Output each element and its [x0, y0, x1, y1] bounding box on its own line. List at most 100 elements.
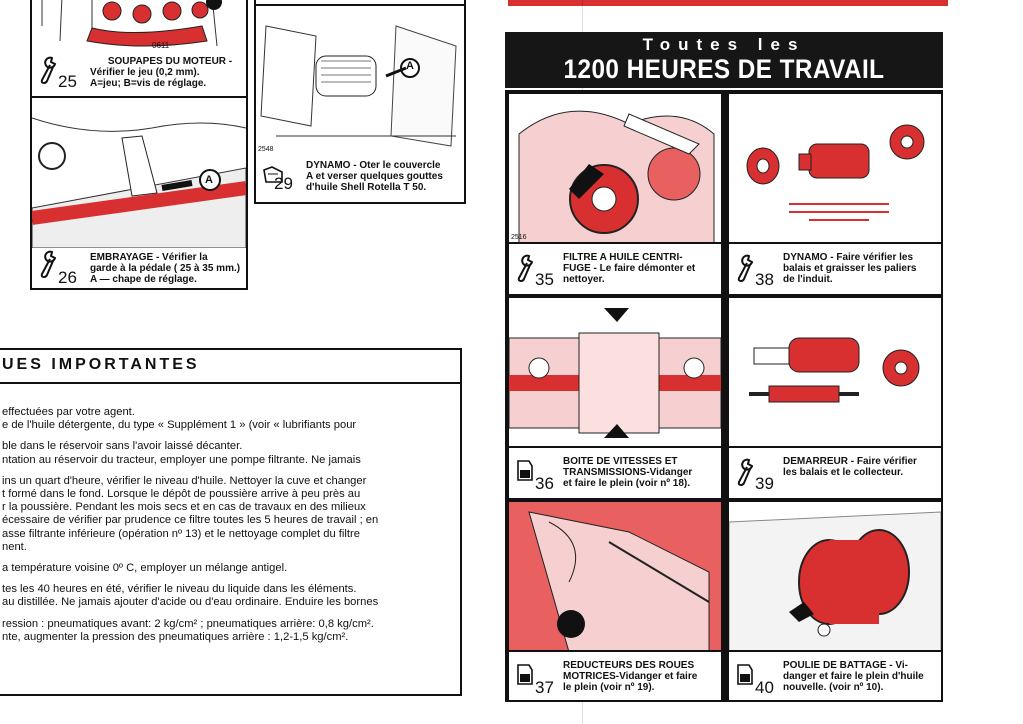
item-26-marker: A — [205, 174, 213, 186]
important-note-line: au distillée. Ne jamais ajouter d'acide … — [2, 596, 379, 609]
item-29-number: 29 — [274, 174, 293, 193]
important-note-line: ression : pneumatiques avant: 2 kg/cm² ;… — [2, 617, 374, 630]
item-40-caption-line: POULIE DE BATTAGE - Vi- — [783, 660, 909, 671]
item-26-caption: EMBRAYAGE - Vérifier la garde à la pédal… — [90, 252, 248, 285]
item-29-line2: d'huile Shell Rotella T 50. — [306, 182, 427, 193]
item-29-marker: A — [406, 60, 414, 72]
top-red-strip — [508, 0, 948, 6]
important-note-line: ntation au réservoir du tracteur, employ… — [2, 453, 361, 466]
item-25-line2: A=jeu; B=vis de réglage. — [90, 78, 207, 89]
item-38-caption-line: balais et graisser les paliers — [783, 263, 917, 274]
item-39-caption-line: les balais et le collecteur. — [783, 467, 904, 478]
important-note-line: écessaire de vérifier par prudence ce fi… — [2, 514, 379, 527]
item-25-photo-tag: 0611 — [152, 41, 170, 50]
item-35-illustration — [509, 94, 721, 244]
item-37-illustration — [509, 502, 721, 652]
item-38-illustration — [729, 94, 941, 244]
wrench-icon — [735, 458, 755, 491]
item-40-card: 40 POULIE DE BATTAGE - Vi-danger et faire… — [729, 502, 941, 700]
oil-can-icon — [735, 662, 755, 691]
item-35-caption-line: FILTRE A HUILE CENTRI- — [563, 252, 683, 263]
item-40-caption-line: nouvelle. (voir nº 10). — [783, 682, 884, 693]
important-notes-heading-bar: UES IMPORTANTES — [0, 350, 460, 384]
important-notes-box: UES IMPORTANTES effectuées par votre age… — [0, 348, 462, 696]
important-note-line: e de l'huile détergente, du type « Suppl… — [2, 419, 357, 432]
item-38-number: 38 — [755, 270, 774, 289]
engine-valves-illustration — [32, 0, 246, 52]
item-25-title: SOUPAPES DU MOTEUR - — [107, 56, 233, 67]
item-29-illustration — [256, 4, 464, 150]
item-37-number: 37 — [535, 678, 554, 697]
item-26-line1: garde à la pédale ( 25 à 35 mm.) — [90, 263, 241, 274]
important-note-line: ble dans le réservoir sans l'avoir laiss… — [2, 440, 243, 453]
item-40-caption: POULIE DE BATTAGE - Vi-danger et faire l… — [783, 660, 939, 693]
item-39-number: 39 — [755, 474, 774, 493]
clutch-pedal-illustration — [32, 98, 246, 248]
wrench-icon — [735, 254, 755, 287]
right-grid: 2516 35 FILTRE A HUILE CENTRI-FUGE - Le fa… — [505, 90, 943, 702]
oil-can-icon — [515, 662, 535, 691]
wrench-icon — [515, 254, 535, 287]
item-39-caption-line: DEMARREUR - Faire vérifier — [783, 456, 917, 467]
important-note-line: a température voisine 0º C, employer un … — [2, 562, 288, 574]
item-38-caption-line: de l'induit. — [783, 274, 833, 285]
item-35-card: 2516 35 FILTRE A HUILE CENTRI-FUGE - Le fa… — [509, 94, 721, 294]
item-37-caption-line: REDUCTEURS DES ROUES — [563, 660, 695, 671]
item-37-caption-line: MOTRICES-Vidanger et faire — [563, 671, 698, 682]
item-35-photo-tag: 2516 — [511, 234, 527, 241]
banner-line1: Toutes les — [642, 35, 806, 54]
important-note-line: ins un quart d'heure, vérifier le niveau… — [2, 474, 367, 487]
item-25-card: 0611 25 SOUPAPES DU MOTEUR - Vérifier le… — [30, 0, 248, 98]
important-notes-heading: UES IMPORTANTES — [2, 356, 200, 373]
dynamo-illustration — [256, 6, 464, 150]
item-29-card: A 2548 29 DYNAMO - Oter le couvercle A e… — [254, 0, 466, 204]
wrench-icon — [38, 56, 58, 89]
item-40-caption-line: danger et faire le plein d'huile — [783, 671, 924, 682]
important-note-line: r la poussière. Pendant les mois secs et… — [2, 501, 366, 514]
item-40-illustration — [729, 502, 941, 652]
item-35-caption-line: nettoyer. — [563, 274, 605, 285]
item-26-number: 26 — [58, 268, 77, 287]
item-29-photo-tag: 2548 — [258, 146, 274, 153]
important-note-line: nent. — [2, 540, 27, 553]
item-29-caption: DYNAMO - Oter le couvercle A et verser q… — [306, 160, 466, 193]
item-38-caption-line: DYNAMO - Faire vérifier les — [783, 252, 914, 263]
item-40-number: 40 — [755, 678, 774, 697]
important-note-line: asse filtrante inférieure (opération nº … — [2, 527, 360, 540]
important-note-line: t formé dans le fond. Lorsque le dépôt d… — [2, 488, 361, 500]
wrench-icon — [38, 250, 58, 283]
item-26-title: EMBRAYAGE - Vérifier la — [90, 252, 208, 263]
banner-line2: 1200 HEURES DE TRAVAIL — [563, 54, 885, 84]
item-26-line2: A — chape de réglage. — [90, 274, 197, 285]
item-25-illustration — [32, 0, 246, 52]
item-25-number: 25 — [58, 72, 77, 91]
item-36-caption-line: TRANSMISSIONS-Vidanger — [563, 467, 693, 478]
item-36-caption-line: et faire le plein (voir nº 18). — [563, 478, 691, 489]
item-29-line1: A et verser quelques gouttes — [306, 171, 443, 182]
important-note-line: tes les 40 heures en été, vérifier le ni… — [2, 583, 357, 596]
item-35-caption-line: FUGE - Le faire démonter et — [563, 263, 696, 274]
item-25-caption: SOUPAPES DU MOTEUR - Vérifier le jeu (0,… — [90, 56, 250, 89]
item-35-number: 35 — [535, 270, 554, 289]
item-36-illustration — [509, 298, 721, 448]
item-37-caption-line: le plein (voir nº 19). — [563, 682, 655, 693]
important-note-line: nte, augmenter la pression des pneumatiq… — [2, 630, 349, 643]
item-26-card: A 26 EMBRAYAGE - Vérifier la garde à la … — [30, 96, 248, 290]
item-35-caption: FILTRE A HUILE CENTRI-FUGE - Le faire dé… — [563, 252, 719, 285]
important-note-line: effectuées par votre agent. — [2, 406, 135, 418]
item-36-number: 36 — [535, 474, 554, 493]
item-39-illustration — [729, 298, 941, 448]
item-36-caption-line: BOITE DE VITESSES ET — [563, 456, 678, 467]
item-29-title: DYNAMO - Oter le couvercle — [306, 160, 441, 171]
item-25-line1: Vérifier le jeu (0,2 mm). — [90, 67, 200, 78]
banner: Toutes les 1200 HEURES DE TRAVAIL — [505, 32, 943, 88]
item-26-illustration — [32, 98, 246, 248]
